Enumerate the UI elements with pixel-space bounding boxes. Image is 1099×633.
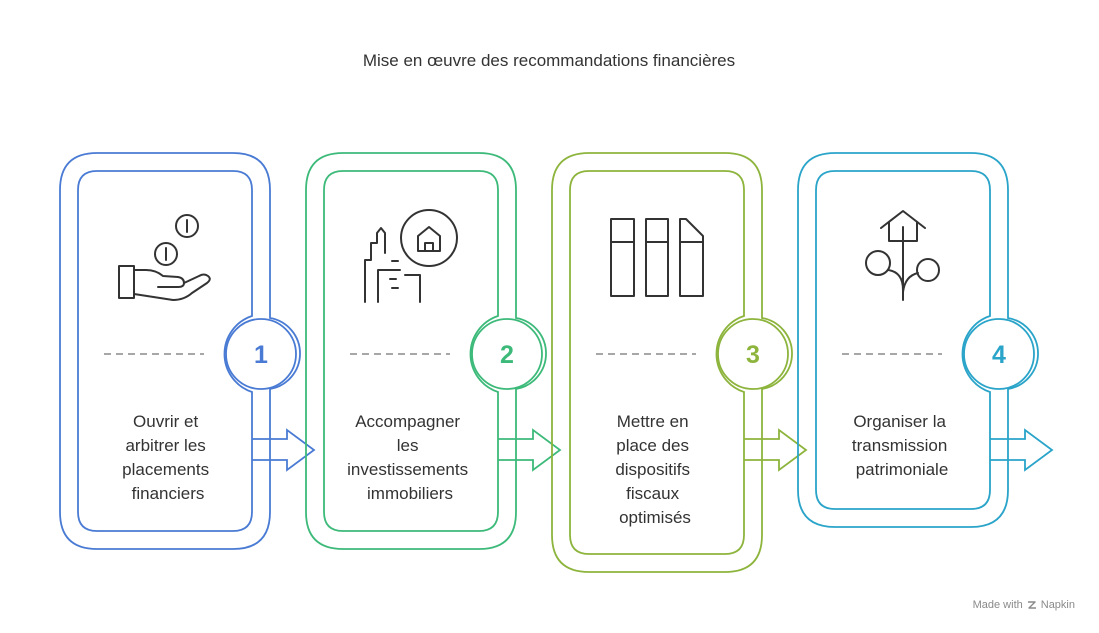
footer-brand: Napkin	[1040, 599, 1075, 611]
step-2-outer-frame	[305, 152, 547, 550]
step-1-number: 1	[254, 341, 268, 369]
step-1-arrow	[252, 428, 316, 472]
step-1-inner-frame	[77, 170, 253, 532]
step-3: 3 Mettre en place des dispositifs fiscau…	[551, 152, 808, 573]
hand-coins-icon	[118, 214, 211, 301]
step-2: 2 Accompagner les investissements immobi…	[305, 152, 562, 550]
step-4-label: Organiser la transmission patrimoniale	[852, 412, 952, 479]
step-1-label: Ouvrir et arbitrer les placements financ…	[122, 412, 214, 503]
step-3-outer-frame	[551, 152, 793, 573]
step-1-number-badge	[225, 318, 297, 390]
step-3-arrow	[744, 428, 808, 472]
step-1: 1 Ouvrir et arbitrer les placements fina…	[59, 152, 316, 550]
house-tree-icon	[865, 210, 940, 301]
step-2-inner-frame	[323, 170, 499, 532]
step-4-outer-frame	[797, 152, 1039, 528]
step-1-outer-frame	[59, 152, 301, 550]
step-2-arrow	[498, 428, 562, 472]
buildings-house-icon	[364, 209, 458, 303]
step-4: 4 Organiser la transmission patrimoniale	[797, 152, 1054, 528]
step-3-inner-frame	[569, 170, 745, 555]
step-2-label: Accompagner les investissements immobili…	[347, 412, 473, 503]
footer: Made with Napkin	[973, 599, 1075, 611]
step-3-number-badge	[717, 318, 789, 390]
step-4-number: 4	[992, 341, 1006, 369]
diagram-title: Mise en œuvre des recommandations financ…	[363, 51, 735, 70]
step-2-number: 2	[500, 341, 514, 369]
step-4-inner-frame	[815, 170, 991, 510]
documents-icon	[610, 218, 704, 297]
step-2-number-badge	[471, 318, 543, 390]
step-3-label: Mettre en place des dispositifs fiscaux …	[615, 412, 694, 527]
footer-prefix: Made with	[972, 599, 1023, 611]
napkin-logo-icon	[1027, 601, 1036, 609]
step-4-arrow	[990, 428, 1054, 472]
step-3-number: 3	[746, 341, 760, 369]
step-4-number-badge	[963, 318, 1035, 390]
